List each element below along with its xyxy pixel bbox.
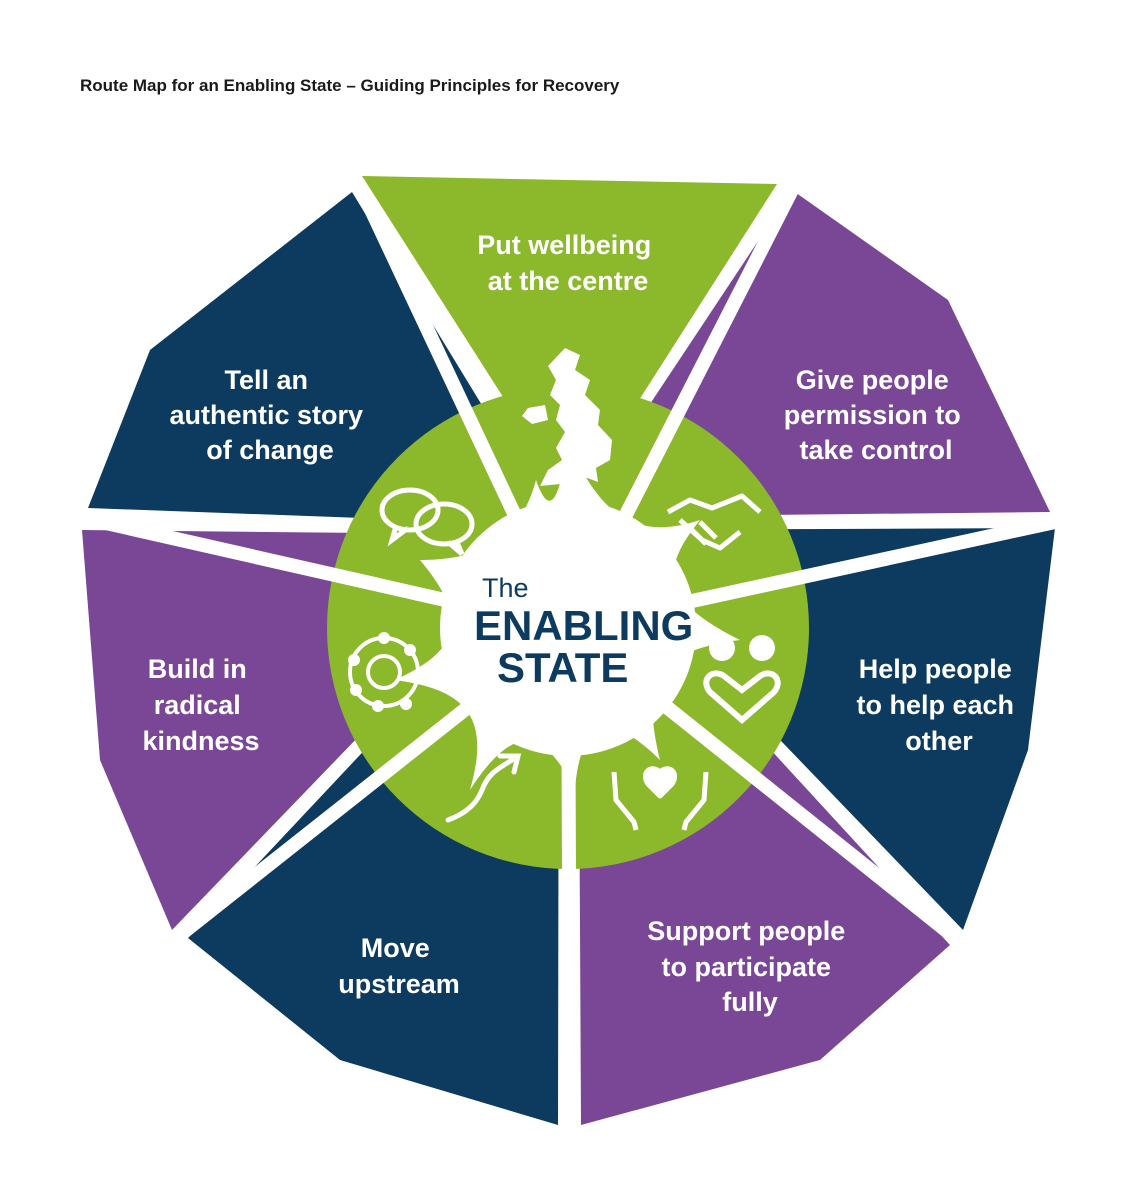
label-support-people: Support people to participate fully	[647, 916, 853, 1017]
uk-map-icon	[522, 348, 612, 486]
label-build-in-kindness: Build in radical kindness	[142, 654, 259, 756]
label-help-people: Help people to help each other	[856, 654, 1021, 756]
segment-put-wellbeing	[362, 176, 777, 505]
label-give-people-permission: Give people permission to take control	[784, 365, 969, 465]
speech-bubbles-icon	[379, 487, 475, 556]
people-heart-icon	[703, 635, 781, 724]
label-move-upstream: Move upstream	[338, 933, 460, 999]
handshake-icon	[666, 493, 762, 551]
page-title: Route Map for an Enabling State – Guidin…	[80, 76, 620, 95]
enabling-state-logo: The ENABLING STATE	[474, 573, 693, 691]
logo-the: The	[482, 573, 529, 603]
hands-heart-icon	[611, 766, 709, 831]
center-disc	[440, 500, 696, 756]
logo-state: STATE	[497, 644, 628, 691]
logo-enabling: ENABLING	[474, 602, 693, 649]
network-circle-icon	[348, 632, 424, 712]
upward-arrow-icon	[445, 753, 522, 823]
inner-ring	[82, 179, 1057, 1131]
label-put-wellbeing: Put wellbeing at the centre	[477, 230, 659, 296]
label-tell-a-story: Tell an authentic story of change	[169, 365, 370, 465]
